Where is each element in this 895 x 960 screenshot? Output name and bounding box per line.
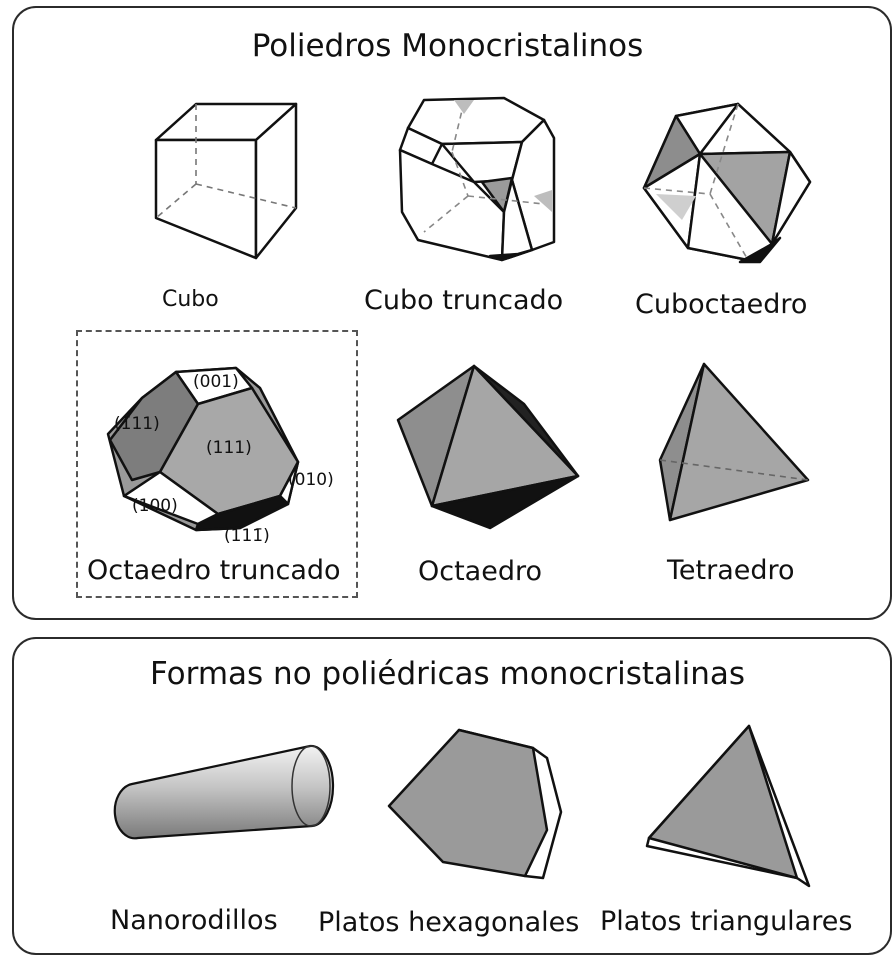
facet-label-001: (001) (193, 372, 239, 392)
label-truncated-cube: Cubo truncado (364, 285, 564, 316)
label-hexagonal-plates: Platos hexagonales (318, 907, 580, 938)
label-triangular-plates: Platos triangulares (600, 906, 853, 937)
facet-label-111: (111) (206, 438, 252, 458)
label-tetrahedron: Tetraedro (667, 555, 795, 586)
nanorod-figure (113, 744, 335, 840)
label-truncated-octahedron: Octaedro truncado (87, 555, 341, 586)
facet-label-100: (100) (132, 496, 178, 516)
label-nanorods: Nanorodillos (110, 905, 278, 936)
tetrahedron-figure (658, 362, 810, 522)
triangular-plate-figure (645, 724, 811, 888)
octahedron-figure (396, 364, 580, 530)
label-octahedron: Octaedro (418, 556, 543, 587)
truncated-octahedron-figure (106, 366, 300, 532)
label-cube: Cubo (162, 287, 219, 312)
facet-label-010: (010) (288, 470, 334, 490)
panel-title-non-polyhedral: Formas no poliédricas monocristalinas (149, 656, 746, 692)
cube-figure (154, 102, 298, 260)
truncated-cube-figure (398, 96, 556, 262)
highlight-box (76, 330, 358, 598)
cuboctahedron-figure (642, 102, 812, 264)
facet-label-111bar: (111̄) (224, 526, 270, 546)
label-cuboctahedron: Cuboctaedro (635, 289, 808, 320)
panel-title-polyhedra: Poliedros Monocristalinos (251, 28, 644, 64)
hexagonal-plate-figure (387, 728, 563, 880)
facet-label-1bar11: (1̄11) (114, 414, 160, 434)
